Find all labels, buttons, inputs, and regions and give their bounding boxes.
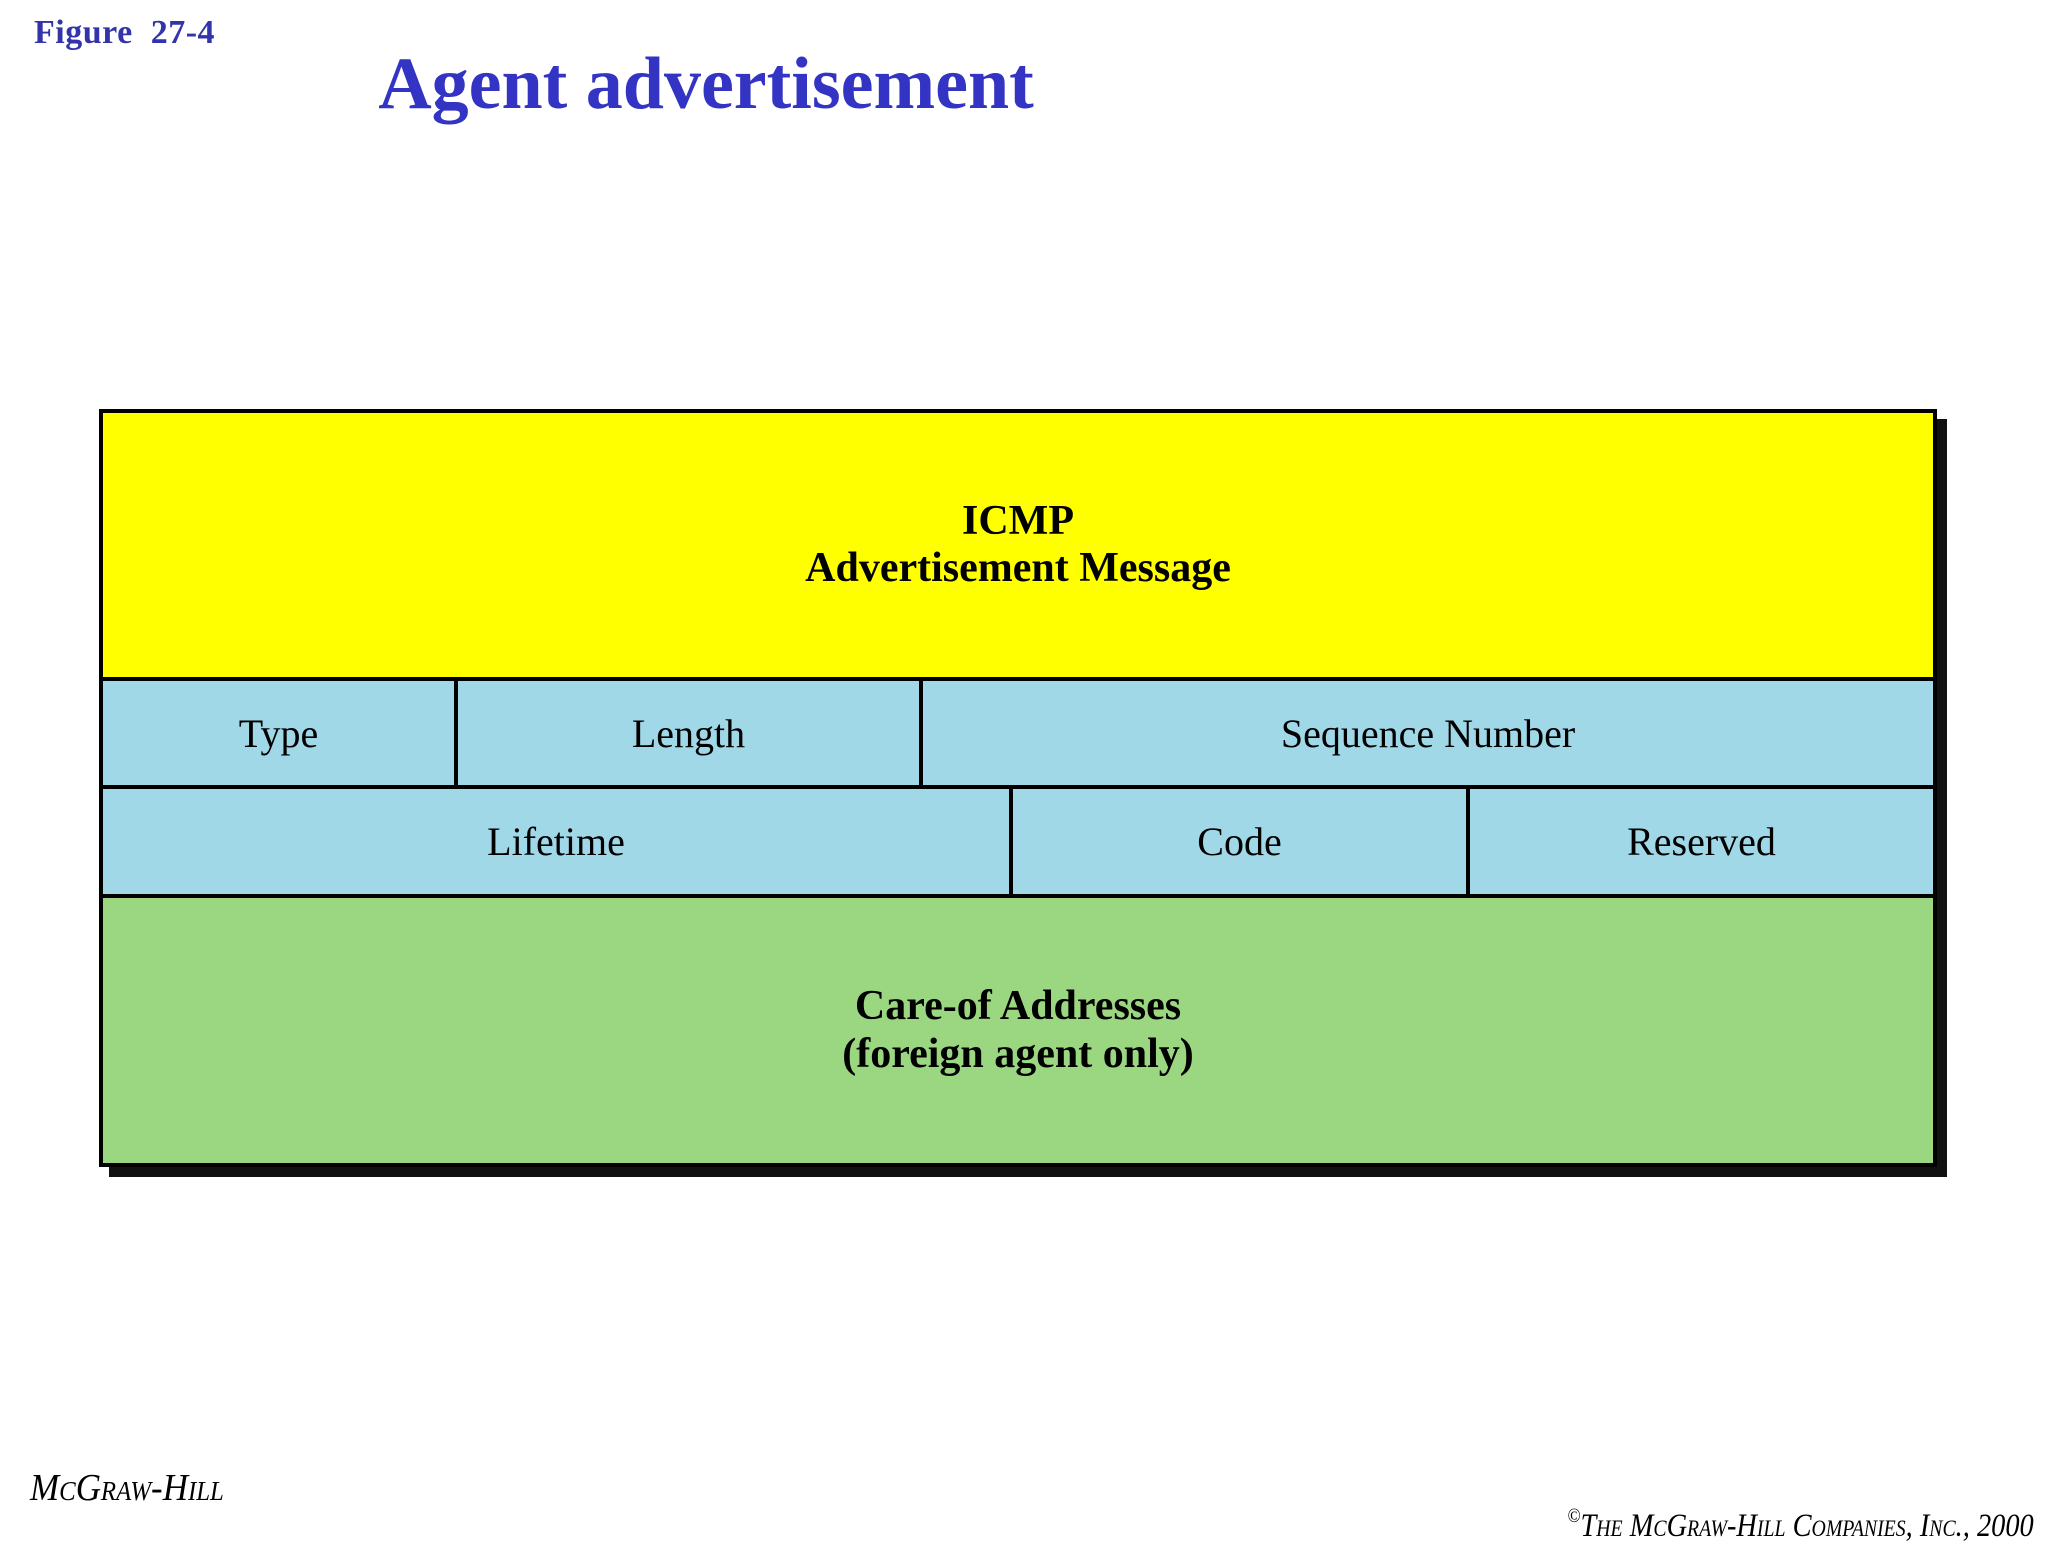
footer-copyright: ©The McGraw-Hill Companies, Inc., 2000 <box>1553 1468 2034 1545</box>
field-cell-type: Type <box>103 681 458 785</box>
field-cell-length: Length <box>458 681 923 785</box>
field-cell-sequence-number: Sequence Number <box>1280 710 1576 756</box>
field-cell-lifetime: Lifetime <box>103 789 1013 894</box>
footer-copyright-text: The McGraw-Hill Companies, Inc., 2000 <box>1580 1508 2034 1544</box>
page-title: Agent advertisement <box>378 43 1034 125</box>
field-row-lifetime-code-reserved: Lifetime Code Reserved <box>103 789 1933 898</box>
icmp-block-line1: ICMP <box>962 497 1074 544</box>
care-of-block-text: Care-of Addresses (foreign agent only) <box>103 983 1933 1078</box>
copyright-symbol: © <box>1567 1505 1581 1527</box>
figure-label: Figure 27-4 <box>34 14 216 51</box>
packet-format-stack: ICMP Advertisement Message Type Length S… <box>99 409 1937 1167</box>
field-cell-code: Code <box>1013 789 1470 894</box>
footer-publisher: McGraw-Hill <box>30 1467 224 1509</box>
icmp-block-line2: Advertisement Message <box>805 545 1231 591</box>
icmp-block-text: ICMP Advertisement Message <box>103 498 1933 593</box>
icmp-message-block: ICMP Advertisement Message <box>103 413 1933 681</box>
agent-advertisement-diagram: ICMP Advertisement Message Type Length S… <box>99 409 1947 1177</box>
care-of-block-line1: Care-of Addresses <box>854 983 1182 1030</box>
field-row-type-length-sequence: Type Length Sequence Number <box>103 681 1933 789</box>
field-cell-reserved: Reserved <box>1627 819 1776 864</box>
care-of-addresses-block: Care-of Addresses (foreign agent only) <box>103 898 1933 1163</box>
care-of-block-line2: (foreign agent only) <box>842 1030 1194 1077</box>
